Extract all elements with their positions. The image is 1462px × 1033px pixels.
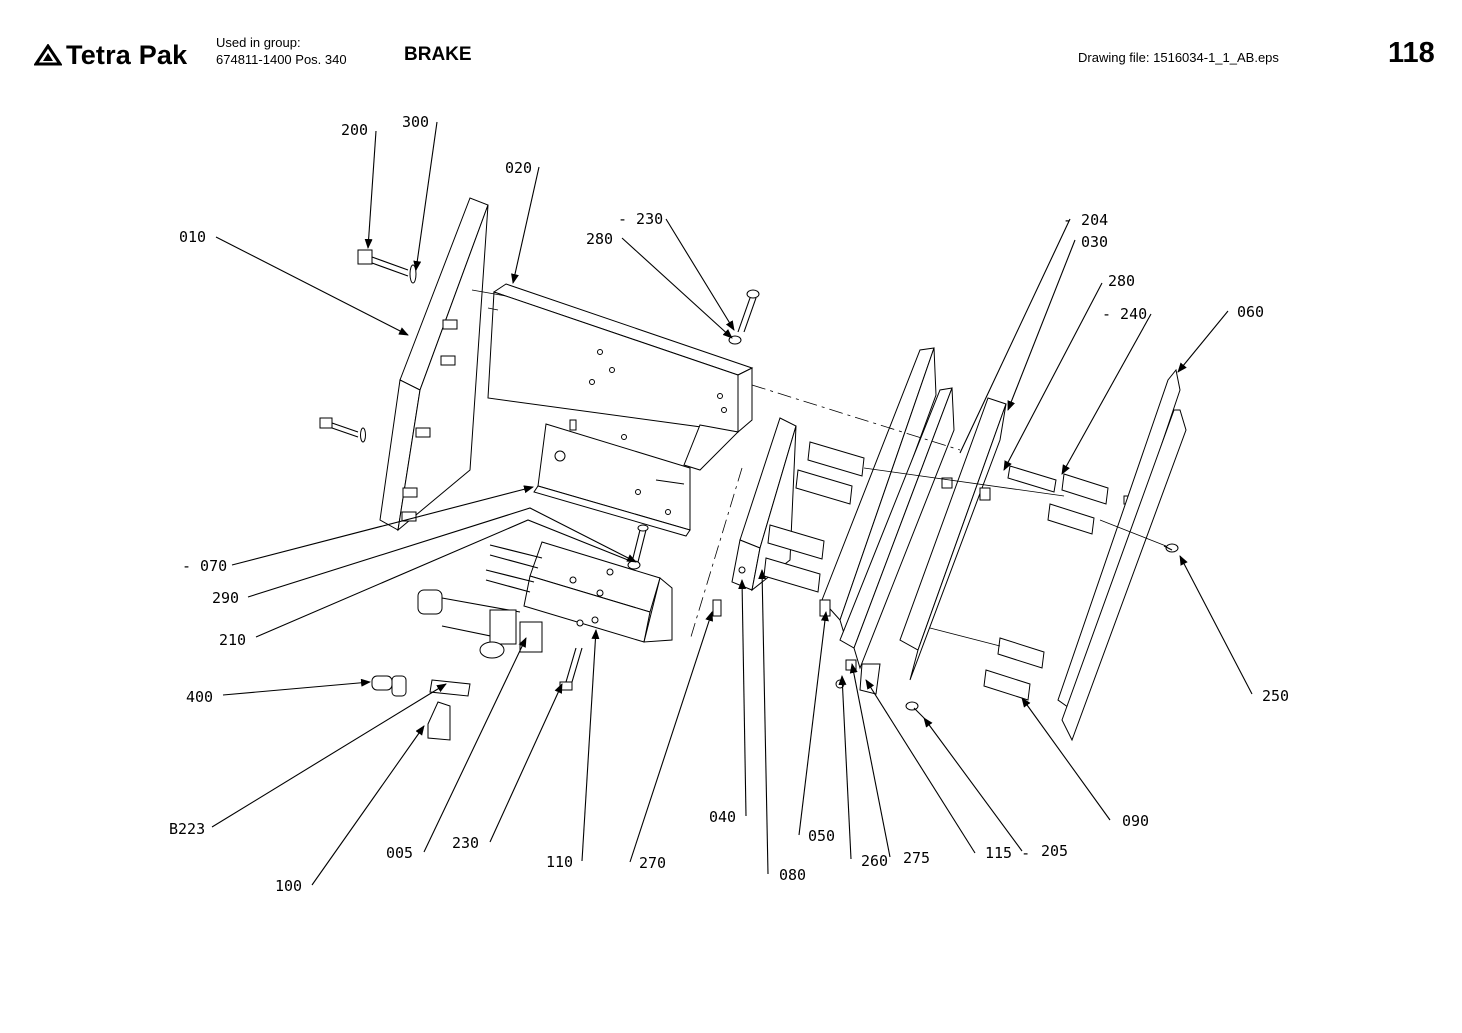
callout-240: - 240 <box>1102 305 1147 323</box>
part-200-bolt <box>357 249 417 284</box>
part-b223-sensor <box>429 679 471 697</box>
part-070-lower-block <box>533 419 691 537</box>
part-bolt-left <box>319 417 366 443</box>
callout-100: 100 <box>275 877 302 895</box>
part-205-bolt <box>905 701 925 719</box>
callout-250: 250 <box>1262 687 1289 705</box>
part-280-bolt-right <box>1007 465 1057 493</box>
callout-230-lower: 230 <box>452 834 479 852</box>
callout-270: 270 <box>639 854 666 872</box>
callout-080: 080 <box>779 866 806 884</box>
callout-070: - 070 <box>182 557 227 575</box>
used-in-group-label: Used in group: <box>216 35 301 50</box>
part-210-cylinder-block <box>485 541 673 643</box>
assembly-axis-lines <box>471 289 1167 647</box>
callout-110: 110 <box>546 853 573 871</box>
callout-090: 090 <box>1122 812 1149 830</box>
callout-205: 205 <box>1041 842 1068 860</box>
part-005-actuator <box>417 589 543 659</box>
part-040-plate <box>731 417 797 592</box>
callout-050: 050 <box>808 827 835 845</box>
callout-030: 030 <box>1081 233 1108 251</box>
part-010-plate <box>379 197 489 532</box>
part-204-plate <box>899 397 1007 681</box>
callout-005: 005 <box>386 844 413 862</box>
tetra-pak-triangle-icon <box>34 44 62 66</box>
used-in-group: Used in group: 674811-1400 Pos. 340 <box>216 34 347 68</box>
part-240-spacers <box>983 473 1133 701</box>
callout-200: 200 <box>341 121 368 139</box>
page-title: BRAKE <box>404 44 472 65</box>
callout-115: 115 - <box>985 844 1030 862</box>
brand-name: Tetra Pak <box>66 39 188 70</box>
part-230-screw-lower <box>559 647 583 691</box>
part-250-screw <box>1163 543 1179 553</box>
callout-275: 275 <box>903 849 930 867</box>
used-in-group-value: 674811-1400 Pos. 340 <box>216 52 347 67</box>
part-290-bolt <box>627 524 649 570</box>
callout-204: - 204 <box>1063 211 1108 229</box>
part-230-screw-top <box>728 289 760 345</box>
callout-280-right: 280 <box>1108 272 1135 290</box>
page-number: 118 <box>1388 37 1435 69</box>
callout-040: 040 <box>709 808 736 826</box>
part-100-bracket <box>427 701 451 741</box>
callout-300: 300 <box>402 113 429 131</box>
callout-labels: 200 300 020 010 - 230 280 - 204 030 280 … <box>169 113 1289 895</box>
callout-leaders <box>211 121 1253 886</box>
callout-010: 010 <box>179 228 206 246</box>
callout-290: 290 <box>212 589 239 607</box>
callout-260: 260 <box>861 852 888 870</box>
callout-060: 060 <box>1237 303 1264 321</box>
part-060-plate <box>1057 368 1187 742</box>
callout-280-top: 280 <box>586 230 613 248</box>
tetra-pak-logo: Tetra Pak <box>34 38 187 72</box>
part-020-block <box>487 283 754 471</box>
part-400-fitting <box>371 675 407 697</box>
part-030-plate <box>839 387 955 670</box>
part-270-pin <box>712 599 722 617</box>
callout-400: 400 <box>186 688 213 706</box>
callout-210: 210 <box>219 631 246 649</box>
drawing-file: Drawing file: 1516034-1_1_AB.eps <box>1078 50 1279 65</box>
part-080-spacers <box>763 441 865 593</box>
callout-230-top: - 230 <box>618 210 663 228</box>
callout-b223: B223 <box>169 820 205 838</box>
callout-020: 020 <box>505 159 532 177</box>
